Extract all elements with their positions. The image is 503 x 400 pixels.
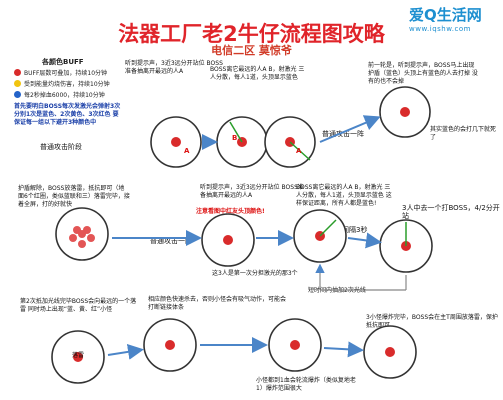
legend-item-yellow: 受到能量灼烧伤害，持续10分钟	[14, 79, 110, 88]
note-boss-pick2: BOSS离它最远的人A B，射激光 三人分散，每人1道，头顶显示蓝色 这样保证距…	[296, 184, 392, 207]
stage-circle-4	[379, 86, 431, 138]
note-normal1: 普通攻击一阵	[322, 130, 364, 138]
stage-circle-6	[201, 213, 255, 267]
legend-item-red: BUFF层数可叠加，持续10分钟	[14, 68, 107, 77]
note-normal2: 普通攻击一阵	[150, 237, 192, 245]
note-first-seq: 前一轮是，听到提示声，BOSS马上出现护盾（蓝色）头顶上有蓝色的人去打掉 没有的…	[368, 62, 478, 85]
note-listen2: 听到提示声，3近3远分开站位 BOSS准备抽离开最远的人A	[200, 184, 304, 199]
arrow	[319, 115, 381, 143]
stage-circle-2	[216, 116, 268, 168]
note-third-pos: 这3人是第一次分担激光的那3个	[212, 270, 298, 277]
note-third-mob: 3小怪爆炸完毕，BOSS会在主T周围放落雷，保护抵抗即可	[366, 314, 498, 329]
label-a: A	[296, 147, 302, 155]
note-second-round: 第2次抵加光线完毕BOSS会向最远的一个落雷 同时场上出现“蓝、黄、红”小怪	[20, 298, 137, 313]
note-listen: 听到提示声，3近3远分开站位 BOSS准备抽离开最远的人A	[125, 60, 223, 75]
arrow	[347, 232, 382, 249]
stage-circle-5	[55, 207, 109, 261]
stage-circle-10	[143, 318, 197, 372]
label-a: A	[184, 147, 190, 155]
legend-item-blue: 每2秒掉血6000，持续10分钟	[14, 90, 105, 99]
legend-text: 每2秒掉血6000，持续10分钟	[24, 92, 105, 99]
note-first-attack: 首先要明白BOSS每次发激光会弹射3次 分别1次是蓝色、2次黄色、3次红色 要保…	[14, 103, 121, 126]
note-protect: 其实蓝色的会打几下就死了	[430, 126, 497, 141]
stage-circle-12	[363, 325, 417, 379]
stage-circle-7	[293, 209, 347, 263]
note-warning: 注意看图中红友头顶颜色!	[196, 208, 265, 215]
legend-title: 各颜色BUFF	[42, 58, 84, 66]
arrow	[323, 341, 364, 358]
note-color: 相应颜色快速杀去，否则小怪会有吸气动作，可能会打断链接体条	[148, 296, 287, 311]
note-boss-pick: BOSS离它最远的人A B，射激光 三人分散，每人1道，头顶显示蓝色	[210, 66, 305, 81]
stage-circle-11	[268, 318, 322, 372]
site-logo: 爱Q生活网 www.iqshw.com	[409, 4, 497, 33]
note-first-stage: 普通攻击阶段	[40, 143, 82, 151]
red-dot-icon	[14, 69, 21, 76]
logo-name: 爱Q生活网	[409, 6, 482, 24]
blue-dot-icon	[14, 91, 21, 98]
note-shield: 护盾解除，BOSS放落雷，抵抗即可（地面6个红圈，类似蓝联和三）落雷完毕，接着全…	[18, 185, 130, 208]
note-spacing: 间隔3秒	[342, 226, 368, 234]
legend-text: 受到能量灼烧伤害，持续10分钟	[24, 81, 110, 88]
page-subtitle: 电信二区 莫惊爷	[211, 44, 292, 57]
stage-circle-1	[150, 116, 202, 168]
logo-url: www.iqshw.com	[409, 25, 471, 33]
page-title: 法器工厂老2牛仔流程图攻略	[118, 22, 385, 46]
note-three-a: 3人中去一个打BOSS，4/2分开站	[402, 204, 500, 220]
label-b: B	[232, 134, 238, 142]
stage-circle-8	[379, 219, 433, 273]
label-lei: 落雷	[72, 352, 85, 359]
note-small-mob: 小怪都到1血会轮流爆炸（类似复地老1）爆炸范围很大	[256, 377, 356, 392]
arrow	[107, 343, 144, 360]
yellow-dot-icon	[14, 80, 21, 87]
stage-circle-9	[51, 330, 105, 384]
stage-circle-3	[264, 116, 316, 168]
legend-text: BUFF层数可叠加，持续10分钟	[24, 70, 108, 77]
